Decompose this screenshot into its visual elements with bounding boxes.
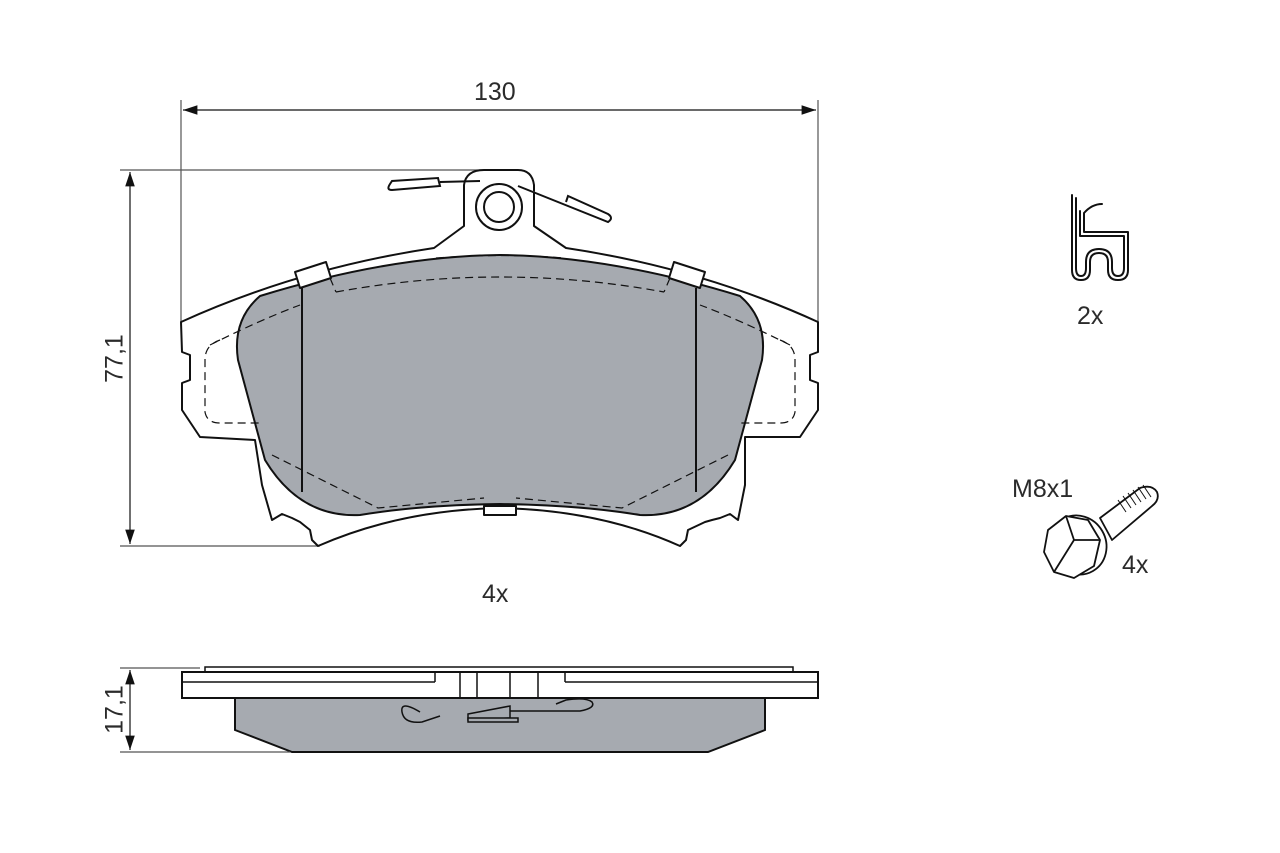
pad-quantity-label: 4x: [482, 580, 509, 608]
thickness-dimension: [120, 667, 290, 753]
side-backing-plate: [181, 671, 819, 699]
pad-spring-clip: [387, 176, 612, 231]
height-dimension-label: 77,1: [100, 334, 129, 383]
spring-clip-icon: [1071, 194, 1129, 281]
brake-pad-front-view: [180, 169, 819, 547]
side-friction-material: [234, 697, 766, 753]
width-dimension-label: 130: [474, 78, 516, 106]
friction-material: [236, 254, 764, 517]
thickness-dimension-label: 17,1: [100, 685, 129, 734]
bolt-spec-label: M8x1: [1012, 475, 1074, 503]
hidden-lines: [204, 254, 796, 509]
height-dimension: [120, 169, 500, 547]
spring-clip-quantity-label: 2x: [1077, 302, 1104, 330]
width-dimension: [180, 100, 819, 322]
bolt-icon: [1043, 484, 1159, 579]
bolt-quantity-label: 4x: [1122, 551, 1149, 579]
brake-pad-side-view: [181, 666, 819, 753]
